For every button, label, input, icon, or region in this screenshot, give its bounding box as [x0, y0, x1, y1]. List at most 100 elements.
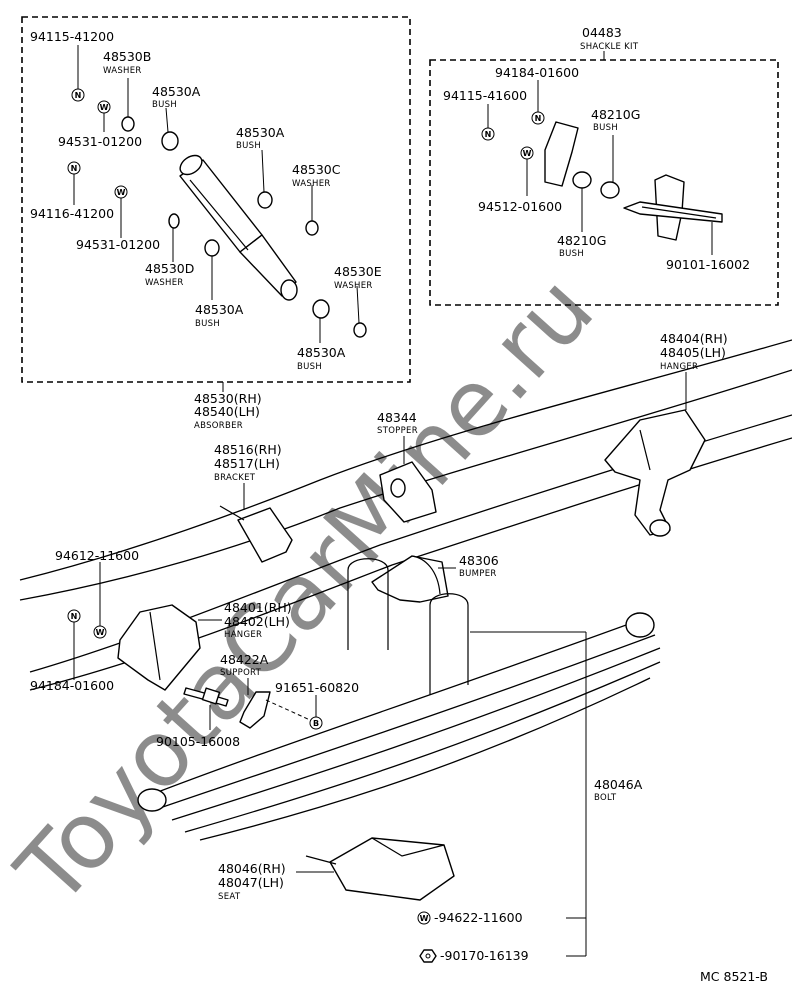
part-name-48530a-3: BUSH	[195, 319, 220, 329]
part-name-hanger-rear: HANGER	[660, 362, 698, 372]
rear-hanger-illustration	[604, 409, 706, 537]
part-name-48210g-1: BUSH	[593, 123, 618, 133]
part-number-48530b: 48530B	[103, 49, 151, 64]
bumper-illustration	[371, 555, 449, 603]
svg-text:W: W	[523, 149, 532, 158]
washer-symbol-94531-01200-a: W	[97, 100, 111, 114]
part-number-91651-60820: 91651-60820	[275, 680, 359, 695]
leader-91651-60820-dashed	[265, 699, 311, 721]
part-name-48530e: WASHER	[334, 281, 373, 291]
part-number-94116-41200: 94116-41200	[30, 206, 114, 221]
part-name-48530d: WASHER	[145, 278, 184, 288]
svg-text:N: N	[535, 114, 542, 123]
washer-symbol-94612-11600: W	[93, 625, 107, 639]
part-name-48210g-2: BUSH	[559, 249, 584, 259]
bolt-symbol-91651-60820: B	[309, 716, 323, 730]
part-name-seat: SEAT	[218, 892, 241, 902]
absorber-small-parts	[121, 116, 367, 338]
part-number-90170-16139: -90170-16139	[440, 948, 529, 963]
absorber-group-box	[21, 16, 411, 383]
part-name-48530a-1: BUSH	[152, 100, 177, 110]
svg-text:N: N	[75, 91, 82, 100]
part-number-48530a-3: 48530A	[195, 302, 244, 317]
part-name-support: SUPPORT	[220, 668, 262, 678]
svg-text:N: N	[485, 130, 492, 139]
part-number-stopper: 48344	[377, 410, 417, 425]
svg-text:W: W	[420, 914, 429, 923]
svg-text:N: N	[71, 164, 78, 173]
svg-text:W: W	[96, 628, 105, 637]
nut-icon-90170-16139	[419, 949, 437, 963]
part-name-48530a-2: BUSH	[236, 141, 261, 151]
part-number-hanger-rear-rh: 48404(RH)	[660, 331, 728, 346]
shock-absorber-illustration	[179, 154, 298, 301]
part-name-bolt-48046a: BOLT	[594, 793, 617, 803]
part-number-48210g-1: 48210G	[591, 107, 640, 122]
part-number-48530a-4: 48530A	[297, 345, 346, 360]
absorber-leader-lines	[73, 45, 360, 392]
part-number-48210g-2: 48210G	[557, 233, 606, 248]
bolt-48046a-bracket-lines	[470, 631, 587, 957]
part-number-48530a-2: 48530A	[236, 125, 285, 140]
part-name-hanger-front: HANGER	[224, 630, 262, 640]
svg-text:W: W	[100, 103, 109, 112]
part-name-bracket: BRACKET	[214, 473, 256, 483]
svg-text:W: W	[117, 188, 126, 197]
washer-symbol-94622-11600: W	[417, 911, 431, 925]
part-name-absorber: ABSORBER	[194, 421, 243, 431]
part-number-94531-01200-a: 94531-01200	[58, 134, 142, 149]
washer-symbol-94512-01600: W	[520, 146, 534, 160]
nut-symbol-94184-01600-kit: N	[531, 111, 545, 125]
svg-text:B: B	[313, 719, 319, 728]
part-name-48530c: WASHER	[292, 179, 331, 189]
part-number-shackle-kit: 04483	[582, 25, 622, 40]
part-number-48530c: 48530C	[292, 162, 341, 177]
part-number-hanger-rear-lh: 48405(LH)	[660, 345, 726, 360]
part-number-absorber-lh: 48540(LH)	[194, 404, 260, 419]
part-number-94512-01600: 94512-01600	[478, 199, 562, 214]
support-illustration	[239, 691, 271, 729]
leaf-spring-illustration	[137, 612, 661, 841]
part-number-94622-11600: -94622-11600	[434, 910, 523, 925]
part-number-hanger-front-rh: 48401(RH)	[224, 600, 292, 615]
shackle-kit-illustration	[544, 121, 723, 241]
part-name-stopper: STOPPER	[377, 426, 418, 436]
part-number-48530a-1: 48530A	[152, 84, 201, 99]
part-number-94612-11600: 94612-11600	[55, 548, 139, 563]
front-hanger-illustration	[117, 604, 201, 691]
part-number-seat-lh: 48047(LH)	[218, 875, 284, 890]
part-number-48530e: 48530E	[334, 264, 382, 279]
u-bolts-illustration	[347, 558, 469, 695]
part-number-90101-16002: 90101-16002	[666, 257, 750, 272]
nut-symbol-94116-41200: N	[67, 161, 81, 175]
svg-text:N: N	[71, 612, 78, 621]
part-number-bolt-48046a: 48046A	[594, 777, 643, 792]
part-number-absorber-rh: 48530(RH)	[194, 391, 262, 406]
part-number-94531-01200-b: 94531-01200	[76, 237, 160, 252]
part-number-94184-01600: 94184-01600	[30, 678, 114, 693]
part-number-hanger-front-lh: 48402(LH)	[224, 614, 290, 629]
part-number-94184-01600-kit: 94184-01600	[495, 65, 579, 80]
diagram-code: MC 8521-B	[700, 969, 768, 984]
nut-symbol-94115-41600: N	[481, 127, 495, 141]
part-number-bracket-lh: 48517(LH)	[214, 456, 280, 471]
part-number-bracket-rh: 48516(RH)	[214, 442, 282, 457]
nut-symbol-94115-41200: N	[71, 88, 85, 102]
bracket-illustration	[219, 505, 293, 563]
part-number-94115-41200: 94115-41200	[30, 29, 114, 44]
washer-symbol-94531-01200-b: W	[114, 185, 128, 199]
part-name-48530a-4: BUSH	[297, 362, 322, 372]
part-number-94115-41600: 94115-41600	[443, 88, 527, 103]
part-number-bumper: 48306	[459, 553, 499, 568]
stopper-illustration	[379, 461, 437, 523]
part-number-seat-rh: 48046(RH)	[218, 861, 286, 876]
part-name-shackle-kit: SHACKLE KIT	[580, 42, 639, 52]
part-name-bumper: BUMPER	[459, 569, 497, 579]
part-number-support: 48422A	[220, 652, 269, 667]
seat-illustration	[305, 837, 455, 901]
part-number-48530d: 48530D	[145, 261, 194, 276]
nut-symbol-94184-01600: N	[67, 609, 81, 623]
bolt-90105-16008-illustration	[183, 687, 229, 707]
part-name-48530b: WASHER	[103, 66, 142, 76]
